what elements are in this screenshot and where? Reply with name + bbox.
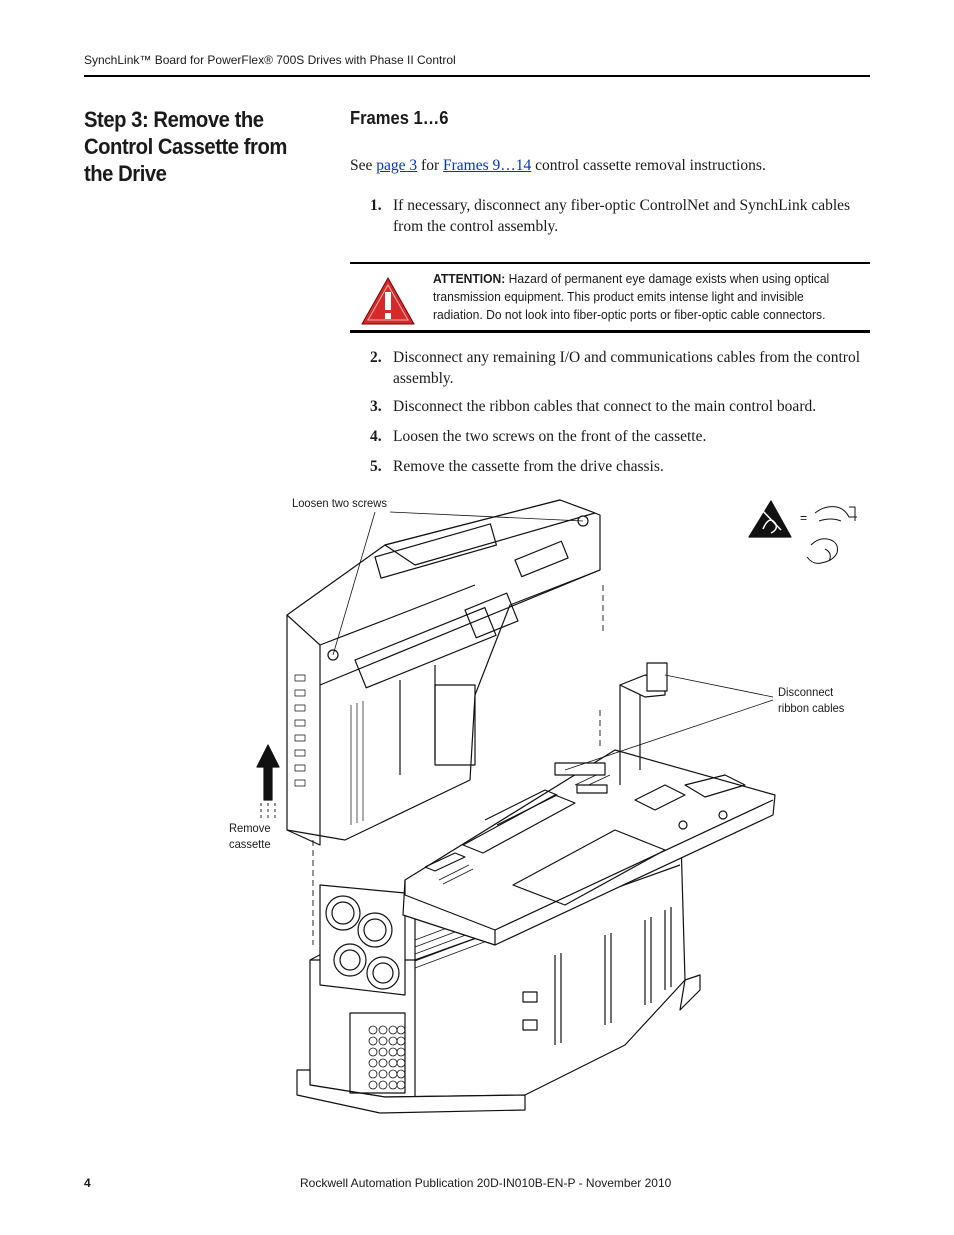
step-number: 4. <box>370 428 382 445</box>
page-number: 4 <box>84 1176 91 1190</box>
cassette-removal-figure: Loosen two screws Disconnect ribbon cabl… <box>225 485 865 1145</box>
header-rule <box>84 75 870 77</box>
step-text: Disconnect the ribbon cables that connec… <box>393 398 817 415</box>
attention-label: ATTENTION: <box>433 271 506 286</box>
frames-heading: Frames 1…6 <box>350 108 449 128</box>
step-item-1: 1. If necessary, disconnect any fiber-op… <box>370 195 870 237</box>
step-number: 3. <box>370 398 382 415</box>
step-item-3: 3. Disconnect the ribbon cables that con… <box>370 396 870 417</box>
callout-disconnect-ribbon: Disconnect ribbon cables <box>778 684 844 716</box>
step-text: Disconnect any remaining I/O and communi… <box>393 349 861 387</box>
attention-box: ATTENTION: Hazard of permanent eye damag… <box>350 262 870 333</box>
page-3-link[interactable]: page 3 <box>376 157 418 174</box>
intro-paragraph: See page 3 for Frames 9…14 control casse… <box>350 155 870 176</box>
attention-text: ATTENTION: Hazard of permanent eye damag… <box>433 270 835 324</box>
callout-line: Remove <box>229 821 271 835</box>
control-cassette <box>286 499 601 846</box>
step-item-4: 4. Loosen the two screws on the front of… <box>370 426 870 447</box>
grounded-hand-icon <box>806 506 857 564</box>
publication-info: Rockwell Automation Publication 20D-IN01… <box>300 1176 672 1190</box>
step-number: 1. <box>370 197 382 214</box>
step-text: Remove the cassette from the drive chass… <box>393 458 664 475</box>
running-header: SynchLink™ Board for PowerFlex® 700S Dri… <box>84 53 456 67</box>
callout-leaders <box>332 511 774 771</box>
intro-for: for <box>417 157 443 174</box>
intro-rest: control cassette removal instructions. <box>531 157 766 174</box>
intro-see: See <box>350 157 377 174</box>
control-board-tray <box>402 749 776 946</box>
attention-body: Hazard of permanent eye damage exists wh… <box>433 271 830 322</box>
step-number: 2. <box>370 349 382 366</box>
cassette-illustration <box>256 499 857 1114</box>
remove-arrow-icon <box>256 744 280 820</box>
step-number: 5. <box>370 458 382 475</box>
callout-remove-cassette: Remove cassette <box>229 820 271 852</box>
ribbon-cable <box>619 662 668 785</box>
step-item-5: 5. Remove the cassette from the drive ch… <box>370 456 870 477</box>
esd-warning-icon <box>748 500 792 538</box>
step-title: Step 3: Remove the Control Cassette from… <box>84 107 287 186</box>
step-text: If necessary, disconnect any fiber-optic… <box>393 197 851 235</box>
callout-line: cassette <box>229 837 271 851</box>
step-text: Loosen the two screws on the front of th… <box>393 428 707 445</box>
callout-loosen-screws: Loosen two screws <box>292 496 387 510</box>
warning-triangle-icon <box>361 276 415 325</box>
callout-line: ribbon cables <box>778 701 845 715</box>
alignment-lines <box>312 585 604 945</box>
frames-9-14-link[interactable]: Frames 9…14 <box>442 157 532 174</box>
callout-line: Disconnect <box>778 685 834 699</box>
step-item-2: 2. Disconnect any remaining I/O and comm… <box>370 347 870 389</box>
esd-equals-sign: = <box>800 510 808 525</box>
